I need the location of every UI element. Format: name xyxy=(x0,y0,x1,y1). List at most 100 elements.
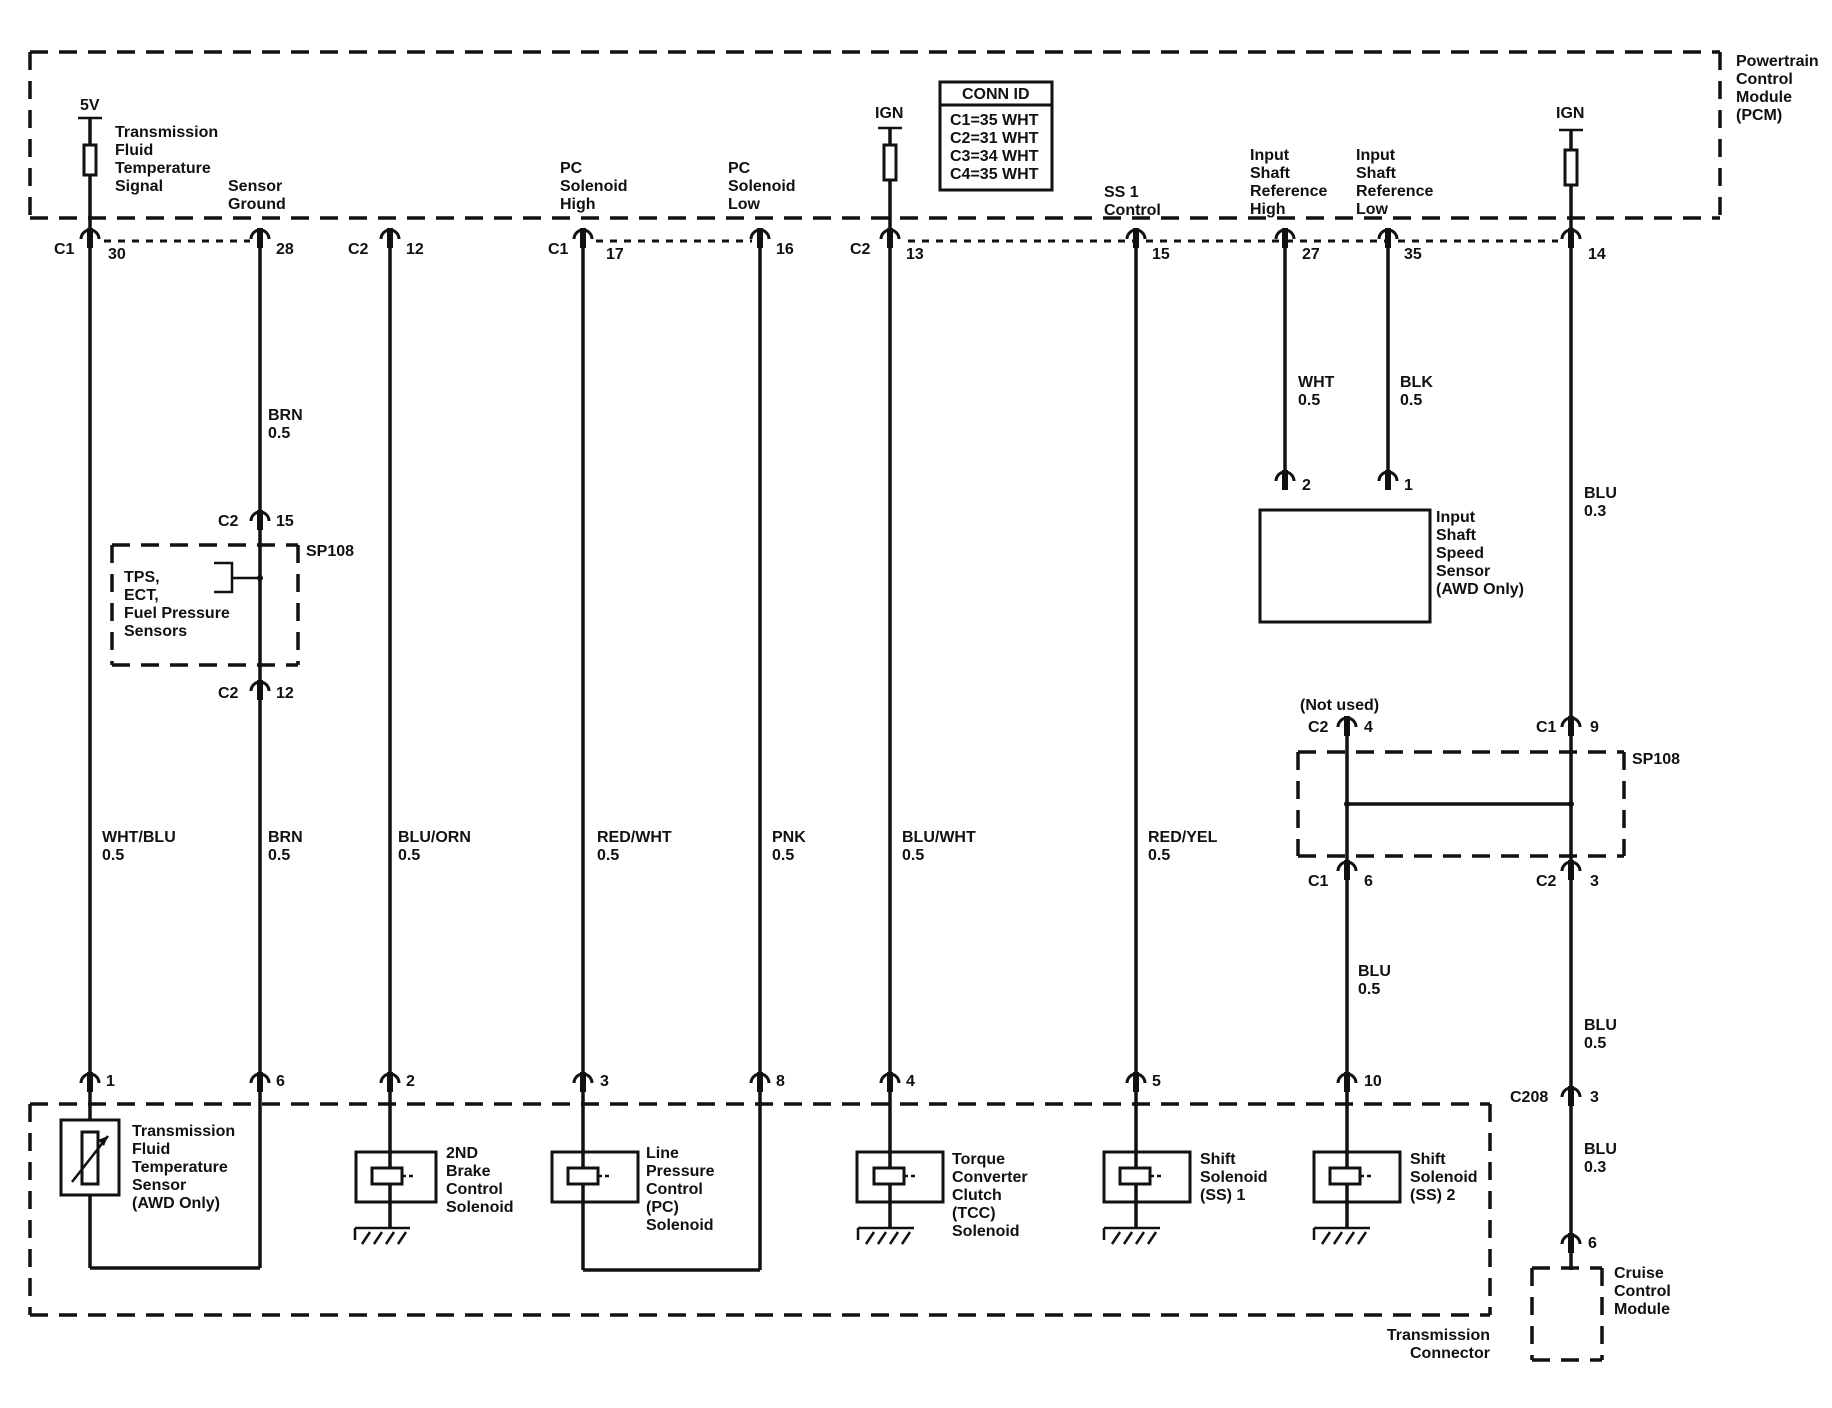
svg-text:Temperature: Temperature xyxy=(115,160,211,177)
tft-sensor: Transmission Fluid Temperature Sensor (A… xyxy=(59,1092,262,1270)
svg-text:Sensor: Sensor xyxy=(132,1177,186,1194)
svg-text:0.5: 0.5 xyxy=(597,847,619,864)
svg-text:0.5: 0.5 xyxy=(902,847,924,864)
shift-solenoid-2: Shift Solenoid (SS) 2 xyxy=(1312,1092,1478,1245)
svg-text:Solenoid: Solenoid xyxy=(646,1217,714,1234)
svg-text:5V: 5V xyxy=(80,97,100,114)
svg-text:(SS) 1: (SS) 1 xyxy=(1200,1187,1245,1204)
svg-text:Connector: Connector xyxy=(1410,1345,1490,1362)
svg-text:Fluid: Fluid xyxy=(132,1141,170,1158)
svg-text:Transmission: Transmission xyxy=(115,124,218,141)
svg-text:16: 16 xyxy=(776,241,794,258)
svg-text:Shaft: Shaft xyxy=(1436,527,1477,544)
pc-solenoid: Line Pressure Control (PC) Solenoid xyxy=(550,1092,762,1272)
svg-text:C1=35 WHT: C1=35 WHT xyxy=(950,112,1039,129)
svg-text:Control: Control xyxy=(1104,202,1161,219)
svg-text:CONN ID: CONN ID xyxy=(962,86,1030,103)
svg-text:High: High xyxy=(560,196,596,213)
svg-text:Cruise: Cruise xyxy=(1614,1265,1664,1282)
svg-text:9: 9 xyxy=(1590,719,1599,736)
svg-text:Transmission: Transmission xyxy=(1387,1327,1490,1344)
supply-ign-right: IGN xyxy=(1556,105,1584,232)
svg-text:Low: Low xyxy=(1356,201,1389,218)
svg-text:27: 27 xyxy=(1302,246,1320,263)
svg-text:2ND: 2ND xyxy=(446,1145,478,1162)
svg-text:0.5: 0.5 xyxy=(1148,847,1170,864)
svg-text:C2: C2 xyxy=(1536,873,1557,890)
svg-text:BLU: BLU xyxy=(1584,1017,1617,1034)
svg-text:14: 14 xyxy=(1588,246,1606,263)
svg-text:Signal: Signal xyxy=(115,178,163,195)
svg-text:High: High xyxy=(1250,201,1286,218)
svg-text:6: 6 xyxy=(1588,1235,1597,1252)
svg-text:C1: C1 xyxy=(548,241,569,258)
svg-text:0.5: 0.5 xyxy=(268,425,290,442)
supply-5v: 5V xyxy=(78,97,102,232)
svg-text:4: 4 xyxy=(1364,719,1373,736)
svg-text:SS 1: SS 1 xyxy=(1104,184,1139,201)
svg-text:Shaft: Shaft xyxy=(1356,165,1397,182)
wires xyxy=(88,248,1573,1270)
svg-text:SP108: SP108 xyxy=(1632,751,1680,768)
svg-text:C1: C1 xyxy=(1536,719,1557,736)
svg-text:C2: C2 xyxy=(348,241,369,258)
svg-text:15: 15 xyxy=(276,513,294,530)
pcm-pin-labels: Transmission Fluid Temperature Signal Se… xyxy=(115,124,1433,219)
input-shaft-speed-sensor: 2 1 Input Shaft Speed Sensor (AWD Only) xyxy=(1258,468,1524,624)
svg-text:IGN: IGN xyxy=(875,105,903,122)
svg-text:Control: Control xyxy=(446,1181,503,1198)
svg-text:13: 13 xyxy=(906,246,924,263)
svg-text:BLU/ORN: BLU/ORN xyxy=(398,829,471,846)
svg-text:C2=31 WHT: C2=31 WHT xyxy=(950,130,1039,147)
svg-text:(TCC): (TCC) xyxy=(952,1205,996,1222)
svg-text:Solenoid: Solenoid xyxy=(728,178,796,195)
svg-text:12: 12 xyxy=(406,241,424,258)
svg-text:28: 28 xyxy=(276,241,294,258)
svg-text:C2: C2 xyxy=(1308,719,1329,736)
svg-text:Solenoid: Solenoid xyxy=(560,178,628,195)
pcm-label: Powertrain Control Module (PCM) xyxy=(1736,53,1819,124)
svg-text:15: 15 xyxy=(1152,246,1170,263)
svg-text:PC: PC xyxy=(560,160,583,177)
svg-text:0.5: 0.5 xyxy=(1298,392,1320,409)
svg-text:(SS) 2: (SS) 2 xyxy=(1410,1187,1455,1204)
svg-text:30: 30 xyxy=(108,246,126,263)
svg-text:TPS,: TPS, xyxy=(124,569,160,586)
svg-text:Input: Input xyxy=(1356,147,1396,164)
wire-color-labels: BRN 0.5 WHT/BLU 0.5 BRN 0.5 BLU/ORN 0.5 … xyxy=(102,374,1617,1176)
svg-text:SP108: SP108 xyxy=(306,543,354,560)
conn-id-table: CONN ID C1=35 WHT C2=31 WHT C3=34 WHT C4… xyxy=(938,80,1054,192)
svg-text:0.5: 0.5 xyxy=(772,847,794,864)
svg-text:Ground: Ground xyxy=(228,196,286,213)
svg-text:BLU/WHT: BLU/WHT xyxy=(902,829,976,846)
svg-text:2: 2 xyxy=(406,1073,415,1090)
svg-text:BLU: BLU xyxy=(1358,963,1391,980)
svg-text:C208: C208 xyxy=(1510,1089,1548,1106)
svg-text:C2: C2 xyxy=(850,241,871,258)
svg-text:0.5: 0.5 xyxy=(1358,981,1380,998)
svg-text:BLU: BLU xyxy=(1584,1141,1617,1158)
svg-text:BLK: BLK xyxy=(1400,374,1433,391)
svg-text:5: 5 xyxy=(1152,1073,1161,1090)
svg-text:(AWD Only): (AWD Only) xyxy=(132,1195,220,1212)
svg-text:Module: Module xyxy=(1736,89,1792,106)
pcm-connector-labels: C1 30 28 C2 12 C1 17 16 C2 13 15 27 35 1… xyxy=(54,241,1606,263)
svg-text:C1: C1 xyxy=(1308,873,1329,890)
svg-text:RED/YEL: RED/YEL xyxy=(1148,829,1218,846)
pcm-module-box xyxy=(28,50,1722,220)
svg-text:C2: C2 xyxy=(218,513,239,530)
svg-text:17: 17 xyxy=(606,246,624,263)
pcm-connector-terminals xyxy=(79,226,1582,250)
svg-text:PC: PC xyxy=(728,160,751,177)
svg-text:Module: Module xyxy=(1614,1301,1670,1318)
transmission-connector-terminals: 1 6 2 3 8 4 5 10 xyxy=(79,1070,1382,1094)
svg-text:RED/WHT: RED/WHT xyxy=(597,829,672,846)
svg-text:C1: C1 xyxy=(54,241,75,258)
svg-text:Input: Input xyxy=(1250,147,1290,164)
svg-text:Transmission: Transmission xyxy=(132,1123,235,1140)
svg-text:12: 12 xyxy=(276,685,294,702)
svg-text:WHT: WHT xyxy=(1298,374,1335,391)
svg-text:0.5: 0.5 xyxy=(1400,392,1422,409)
svg-text:Torque: Torque xyxy=(952,1151,1005,1168)
